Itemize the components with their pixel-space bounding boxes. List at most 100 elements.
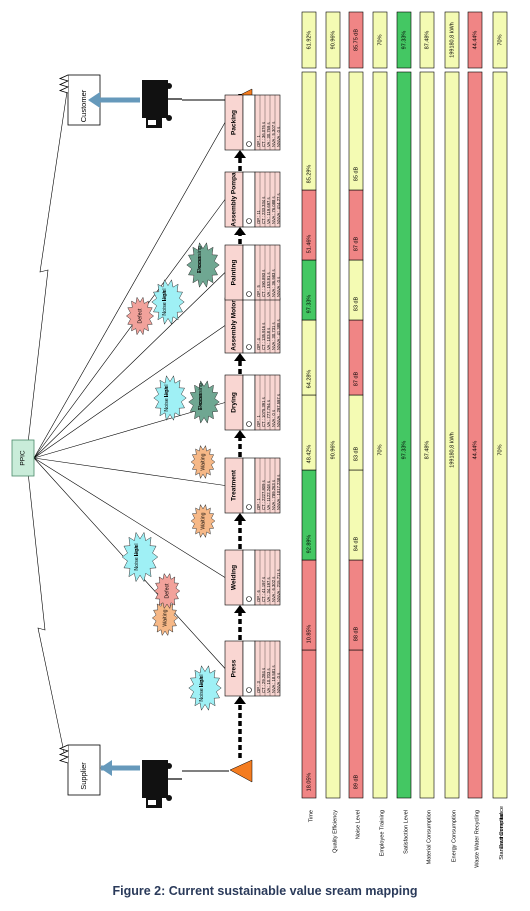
ppic-supplier-line <box>27 471 66 758</box>
supplier-factory: Supplier <box>58 744 101 796</box>
metric-label: Quality Efficiency <box>332 810 338 853</box>
process-data-box <box>254 297 281 354</box>
process-name: Assembly Pompa <box>231 172 238 227</box>
process-data-row: CT : 41.197 s <box>261 577 266 602</box>
ppic-link-line <box>33 199 226 459</box>
metric-segment-value: 88 dB <box>353 626 359 641</box>
kaizen-burst-shape <box>190 503 216 539</box>
process-data-row: NNVA : 41.385 s <box>276 319 281 350</box>
metric-segment <box>301 71 317 191</box>
kaizen-burst: Waiting <box>190 444 216 480</box>
process-data-row: CT : 135.916 s <box>261 323 266 350</box>
metric-overall-value: 44.44% <box>472 31 478 50</box>
kaizen-burst-shape <box>186 242 220 288</box>
process-data-row: CT : 190.893 s <box>261 270 266 297</box>
metric-label-line: Standard Compliance <box>499 806 505 860</box>
kaizen-burst-label-line: High <box>134 546 140 557</box>
information-flow-lines <box>27 84 226 758</box>
metric-segment-value: 48.42% <box>306 445 312 464</box>
customer-truck-body <box>142 80 168 118</box>
customer-truck-wheel <box>166 83 172 89</box>
kaizen-burst-shape <box>121 531 159 583</box>
process-data-row: OP : 1 <box>256 498 261 510</box>
kaizen-burst-shape <box>188 380 220 424</box>
supplier-shipment-arrow-head <box>100 760 112 776</box>
metric-segment-value: 87 dB <box>353 236 359 251</box>
process-data-row: OP : 5 <box>256 285 261 297</box>
ppic-box <box>11 439 35 477</box>
metric-overall-cell <box>348 11 364 69</box>
process-data-row: VA : 30.769 s <box>266 122 271 147</box>
operator-icon <box>246 596 252 602</box>
process-data-row: VA : 10.703 s <box>266 668 271 693</box>
supplier-truck <box>142 760 182 808</box>
metric-overall-cell <box>301 11 317 69</box>
process-data-row: CT : 233.334 s <box>261 197 266 224</box>
supplier-factory-label: Supplier <box>79 762 88 790</box>
process-data-row: NVA : 36.983 s <box>271 269 276 297</box>
supplier-truck-wheel <box>166 763 172 769</box>
process-data-row: VA : 153.91 s <box>266 272 271 297</box>
kaizen-burst-label-line: Noise Level <box>134 543 140 570</box>
metric-segment-value: 83 dB <box>353 446 359 461</box>
metric-overall-cell <box>467 11 483 69</box>
metric-segment <box>372 71 388 799</box>
metric-segment-value: 83 dB <box>353 296 359 311</box>
metric-segment-value: 18.05% <box>306 773 312 792</box>
process-data-box <box>254 244 281 301</box>
process-data-row: NVA : 76.088 s <box>271 196 276 224</box>
ppic-label: PPIC <box>20 450 27 465</box>
kaizen-burst-label: ExcessProcessing <box>197 246 203 273</box>
process-data-row: NVA : 789.263 s <box>271 480 276 510</box>
metric-bar: 44.44% Waste Water Recycling 44.44% <box>467 11 483 868</box>
metric-segment <box>348 71 364 191</box>
kaizen-burst-shape <box>188 665 222 711</box>
metric-segment-value: 51.46% <box>306 235 312 254</box>
kaizen-burst-label-line: High <box>199 677 205 688</box>
kaizen-burst-label: Defect <box>137 308 143 324</box>
supplier-truck-window <box>148 800 156 805</box>
process-data-row: CT : 29.284 s <box>261 668 266 693</box>
process-name: Packing <box>231 110 238 135</box>
process-name: Painting <box>231 260 238 286</box>
operator-icon <box>246 421 252 427</box>
metric-segment-value: 70% <box>497 444 503 455</box>
metric-segment <box>325 71 341 799</box>
process-data-row: VA : 34.197 s <box>266 577 271 602</box>
ppic-link-line <box>33 122 226 459</box>
metric-segment-value: 64.28% <box>306 370 312 389</box>
ppic-group: PPIC <box>11 439 35 477</box>
figure-caption: Figure 2: Current sustainable value srea… <box>112 884 418 898</box>
metric-overall-value: 90.96% <box>330 31 336 50</box>
process-data-row: NNVA : 215.711 s <box>276 569 281 602</box>
process-data-box <box>254 374 281 431</box>
push-arrow-head <box>234 513 246 521</box>
kaizen-burst-shape <box>153 572 181 610</box>
inventory-triangle-supplier <box>229 759 253 783</box>
kaizen-burst-shape <box>153 375 187 421</box>
process-data-row: VA : 119.697 s <box>266 197 271 224</box>
metric-overall-cell <box>444 11 460 69</box>
metric-segment-value: 199180,8 kWh <box>449 432 455 467</box>
metric-segment-value: 87 dB <box>353 371 359 386</box>
metric-label: Waste Water Recycling <box>474 810 480 868</box>
metric-segment <box>467 71 483 799</box>
metric-label-line: Environmental <box>499 813 505 849</box>
kaizen-burst: ExcessProcessing <box>186 242 220 288</box>
metric-segment-value: 44.44% <box>472 441 478 460</box>
kaizen-burst-label-line: Noise Level <box>162 288 168 315</box>
process-data-box <box>254 94 281 151</box>
kaizen-burst: Noise LevelHigh <box>151 279 185 325</box>
process-data-row: NVA : 0 s <box>271 410 276 427</box>
process-name: Assembly Motor <box>231 300 238 351</box>
